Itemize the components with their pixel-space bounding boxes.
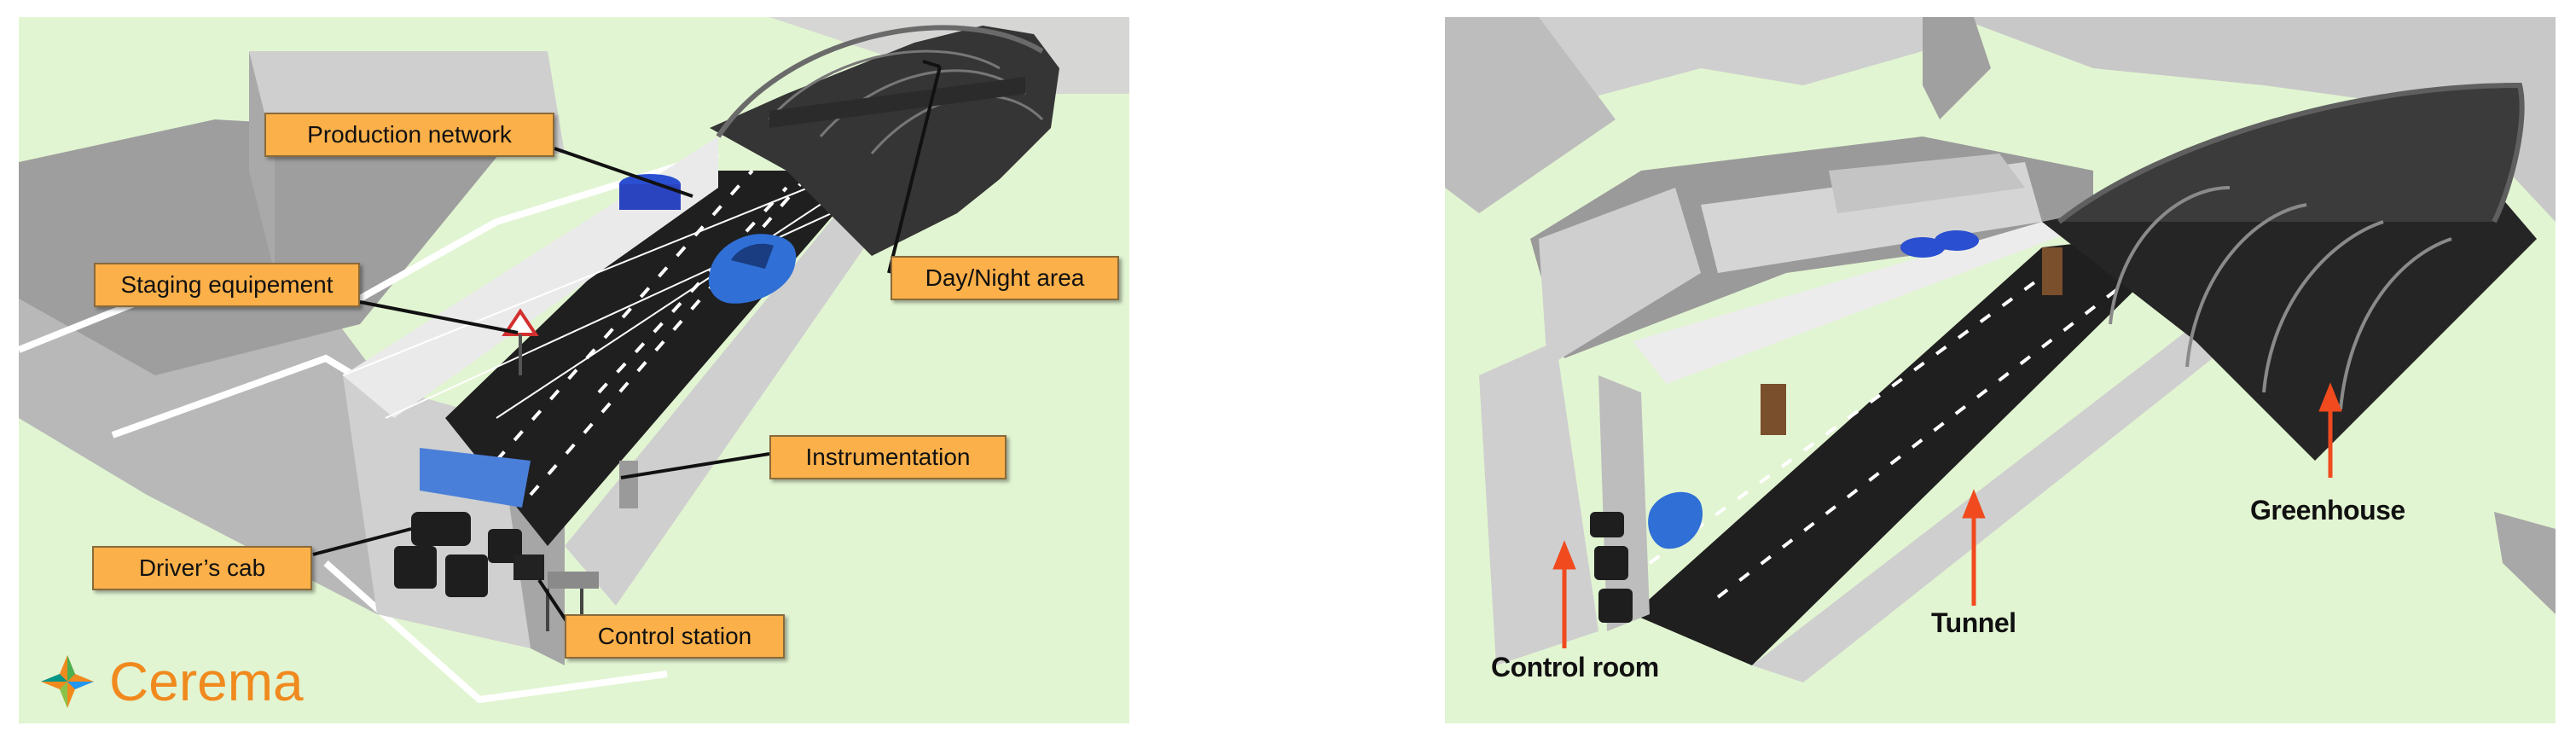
label-control-room: Control room [1491,652,1659,682]
driver-cab-equipment [394,512,522,597]
blue-car [1648,491,1703,549]
cab-screen [420,448,531,508]
arrow-instrumentation [620,452,770,479]
terrain-corner [2494,512,2556,614]
backdrop [19,17,1129,94]
blue-tank-2 [1935,230,1979,251]
tunnel-right-wall [1752,324,2213,682]
warning-sign [502,308,539,375]
cerema-logo-text: Cerema [109,651,304,712]
right-arrows [1552,382,2342,648]
tunnel-right-wall [565,171,906,606]
greenhouse-roof [2057,82,2525,224]
cerema-logo-icon [41,655,94,708]
label-day-night-area: Day/Night area [891,256,1119,300]
terrain-block [1923,17,1991,119]
label-drivers-cab: Driver’s cab [92,546,312,590]
roof-grid [1829,154,2025,213]
cerema-logo: Cerema [34,648,304,715]
tunnel-wall [1633,222,2076,384]
building-roof [19,119,513,375]
left-arrows [312,60,942,633]
door-brown-2 [2042,247,2063,295]
cab-equipment [1590,512,1633,623]
arrow-day-night [887,66,942,274]
label-tunnel: Tunnel [1931,607,2016,638]
greenhouse-arch [716,25,1044,138]
right-scene [1445,17,2556,723]
label-greenhouse: Greenhouse [2250,495,2405,525]
greenhouse-floor [769,77,1025,128]
rooftop-side [249,51,275,273]
greenhouse-ribs [2109,186,2452,410]
right-panel: Greenhouse Tunnel Control room [1445,17,2556,723]
room-wall-1 [1539,188,1701,367]
terrain-top [1445,17,1923,136]
arrow-drivers-cab [312,527,412,556]
left-scene [19,17,1129,723]
label-instrumentation: Instrumentation [769,435,1007,479]
terrain-left [1445,17,1616,213]
blue-tank-1 [1900,237,1945,258]
door-brown [1761,384,1786,435]
control-room-wall [1479,341,1598,665]
label-staging-equipement: Staging equipement [94,263,360,307]
lane-markings [495,169,814,496]
lane-markings [1648,263,2129,599]
arrow-production-network [554,147,693,198]
label-control-station: Control station [565,614,785,659]
arrow-staging-equipement [359,300,519,334]
label-production-network: Production network [264,113,554,157]
blue-car [708,234,797,304]
instrumentation-device [619,461,638,508]
left-panel: Production network Staging equipement Da… [19,17,1129,723]
terrain-right [1957,17,2556,222]
tunnel-wireframe [342,161,907,419]
